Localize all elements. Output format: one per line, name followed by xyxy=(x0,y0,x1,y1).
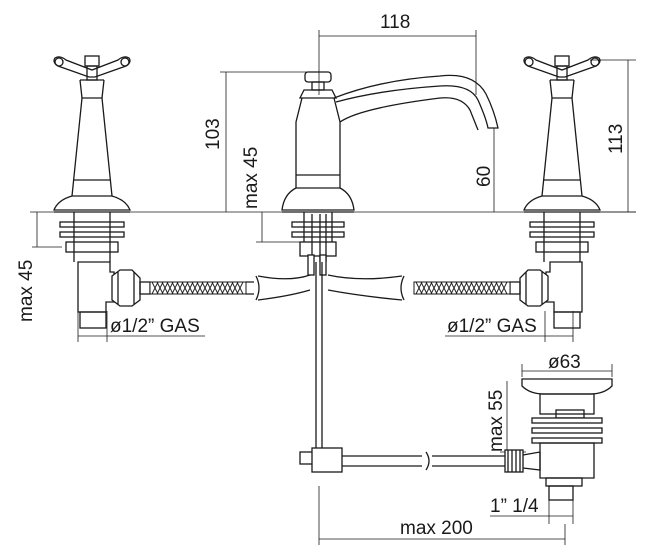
dim-spout-reach: 118 xyxy=(380,12,410,33)
dim-right-connection: ø1/2” GAS xyxy=(447,316,537,337)
dim-waste-thread: 1” 1/4 xyxy=(490,496,539,517)
right-valve xyxy=(509,55,601,329)
waste-valve xyxy=(504,378,613,501)
dim-handle-height: 113 xyxy=(606,124,627,154)
dim-spout-height: 103 xyxy=(203,118,224,150)
dimension-labels: 118 103 113 60 max 45 max 45 ø1/2” GAS ø… xyxy=(16,12,627,539)
left-valve xyxy=(53,55,151,329)
dim-waste-max-height: max 55 xyxy=(486,390,507,452)
dim-left-connection: ø1/2” GAS xyxy=(110,316,200,337)
dim-waste-diameter: ø63 xyxy=(548,352,581,373)
dim-spout-shank-max: max 45 xyxy=(241,147,262,209)
dim-pop-up-max-length: max 200 xyxy=(400,518,473,539)
dim-spout-outlet-height: 60 xyxy=(474,166,495,187)
hoses xyxy=(149,274,511,473)
spout xyxy=(281,71,499,470)
dim-valve-shank-max: max 45 xyxy=(16,260,37,322)
